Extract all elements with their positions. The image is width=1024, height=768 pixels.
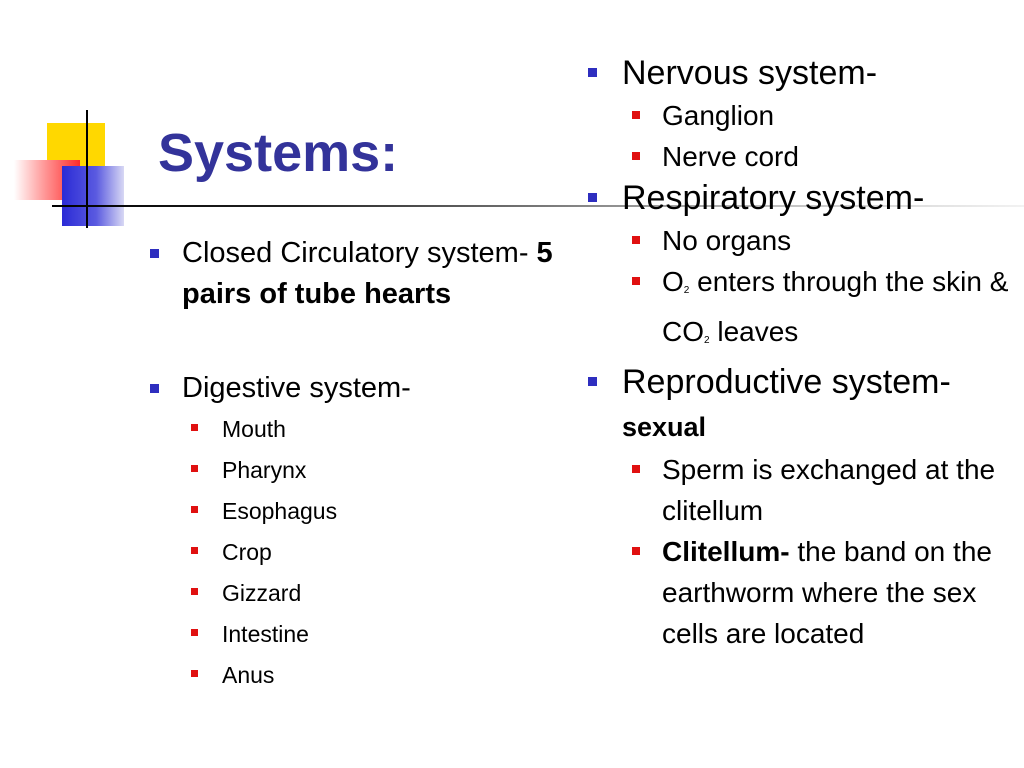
leaves-text: leaves: [709, 316, 799, 347]
reproductive-bold: sexual: [622, 412, 707, 442]
title-underline: [52, 205, 1024, 207]
clitellum-item: Clitellum- the band on the earthworm whe…: [622, 531, 1012, 654]
circulatory-bold: 5 pairs of tube hearts: [182, 237, 553, 310]
digestive-item: Crop: [182, 532, 562, 573]
right-column: Nervous system- Ganglion Nerve cord Resp…: [582, 52, 1012, 654]
digestive-text: Digestive system-: [182, 372, 411, 404]
clitellum-bold: Clitellum-: [662, 536, 790, 567]
digestive-item: Mouth: [182, 409, 562, 450]
decor-vertical-line: [86, 110, 88, 228]
gas-text: enters through the skin & CO: [662, 266, 1009, 347]
bullet-nervous: Nervous system- Ganglion Nerve cord: [582, 52, 1012, 177]
nervous-item: Nerve cord: [622, 136, 1012, 177]
respiratory-text: Respiratory system-: [622, 179, 925, 217]
clitellum-text: the band on the earthworm where the sex …: [662, 536, 992, 649]
respiratory-gas-exchange: O2 enters through the skin & CO2 leaves: [622, 261, 1012, 361]
digestive-item: Intestine: [182, 614, 562, 655]
co2-subscript: 2: [704, 335, 710, 346]
nervous-item: Ganglion: [622, 95, 1012, 136]
digestive-item: Anus: [182, 655, 562, 696]
left-column: Closed Circulatory system- 5 pairs of tu…: [142, 233, 562, 696]
digestive-item: Esophagus: [182, 491, 562, 532]
decor-blue-square: [62, 166, 124, 226]
digestive-item: Gizzard: [182, 573, 562, 614]
bullet-digestive: Digestive system- Mouth Pharynx Esophagu…: [142, 368, 562, 696]
digestive-item: Pharynx: [182, 450, 562, 491]
o2-text: O: [662, 266, 684, 297]
reproductive-item: Sperm is exchanged at the clitellum: [622, 449, 1012, 531]
bullet-respiratory: Respiratory system- No organs O2 enters …: [582, 177, 1012, 361]
o2-subscript: 2: [683, 285, 690, 296]
slide-title: Systems:: [158, 123, 399, 183]
circulatory-text: Closed Circulatory system-: [182, 237, 537, 269]
bullet-circulatory: Closed Circulatory system- 5 pairs of tu…: [142, 233, 562, 315]
reproductive-text: Reproductive system-: [622, 363, 951, 401]
bullet-reproductive: Reproductive system- sexual Sperm is exc…: [582, 361, 1012, 654]
respiratory-item: No organs: [622, 220, 1012, 261]
nervous-text: Nervous system-: [622, 54, 878, 92]
